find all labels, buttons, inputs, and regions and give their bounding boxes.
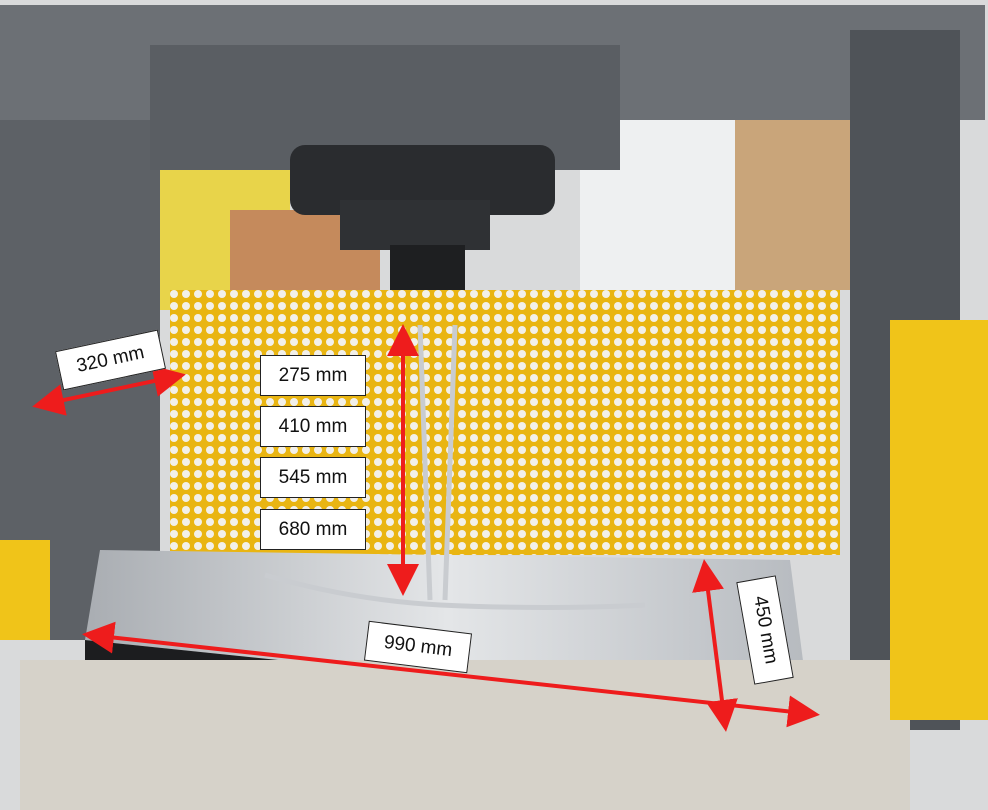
height-label-680: 680 mm <box>260 509 366 550</box>
length-arrow <box>82 621 820 728</box>
chain <box>264 324 646 610</box>
depth-arrow <box>692 559 738 732</box>
height-label-275: 275 mm <box>260 355 366 396</box>
height-label-410: 410 mm <box>260 406 366 447</box>
height-label-545: 545 mm <box>260 457 366 498</box>
width-arrow <box>32 365 186 416</box>
dimension-arrows <box>32 324 820 732</box>
